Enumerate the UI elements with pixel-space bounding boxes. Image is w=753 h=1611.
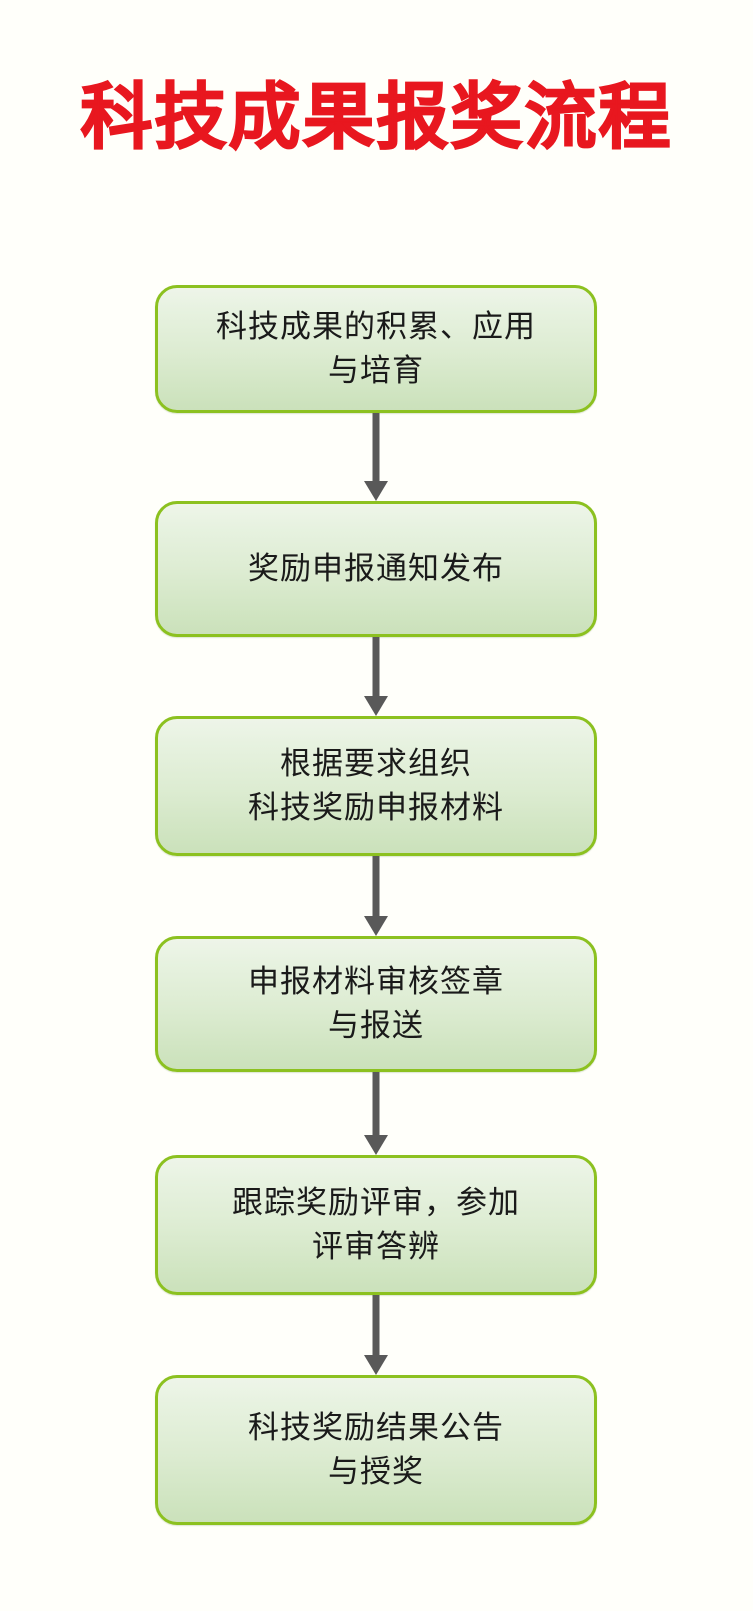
flow-arrow-4-to-5 <box>155 1072 597 1155</box>
arrow-head-icon <box>364 916 388 936</box>
arrow-head-icon <box>364 696 388 716</box>
flow-node-label: 奖励申报通知发布 <box>248 551 504 587</box>
arrow-head-icon <box>364 481 388 501</box>
flow-node-label: 科技奖励结果公告 与授奖 <box>248 1410 504 1490</box>
arrow-shaft <box>372 1295 380 1357</box>
flowchart-container: 科技成果的积累、应用 与培育 奖励申报通知发布 根据要求组织 科技奖励申报材料 … <box>155 285 597 1525</box>
arrow-shaft <box>372 1072 380 1137</box>
flow-node-step-4[interactable]: 申报材料审核签章 与报送 <box>155 936 597 1072</box>
arrow-head-icon <box>364 1135 388 1155</box>
flow-node-step-3[interactable]: 根据要求组织 科技奖励申报材料 <box>155 716 597 856</box>
page-title: 科技成果报奖流程 <box>80 74 673 160</box>
flow-arrow-1-to-2 <box>155 413 597 501</box>
flow-arrow-2-to-3 <box>155 637 597 716</box>
flow-node-step-5[interactable]: 跟踪奖励评审，参加 评审答辨 <box>155 1155 597 1295</box>
flow-arrow-5-to-6 <box>155 1295 597 1375</box>
flow-node-label: 根据要求组织 科技奖励申报材料 <box>248 746 504 826</box>
flow-node-label: 跟踪奖励评审，参加 评审答辨 <box>232 1185 520 1265</box>
arrow-head-icon <box>364 1355 388 1375</box>
arrow-shaft <box>372 637 380 698</box>
flow-node-step-2[interactable]: 奖励申报通知发布 <box>155 501 597 637</box>
arrow-shaft <box>372 856 380 918</box>
flow-node-step-1[interactable]: 科技成果的积累、应用 与培育 <box>155 285 597 413</box>
arrow-shaft <box>372 413 380 483</box>
flow-node-step-6[interactable]: 科技奖励结果公告 与授奖 <box>155 1375 597 1525</box>
flow-node-label: 科技成果的积累、应用 与培育 <box>216 309 536 389</box>
flow-arrow-3-to-4 <box>155 856 597 936</box>
flow-node-label: 申报材料审核签章 与报送 <box>248 964 504 1044</box>
